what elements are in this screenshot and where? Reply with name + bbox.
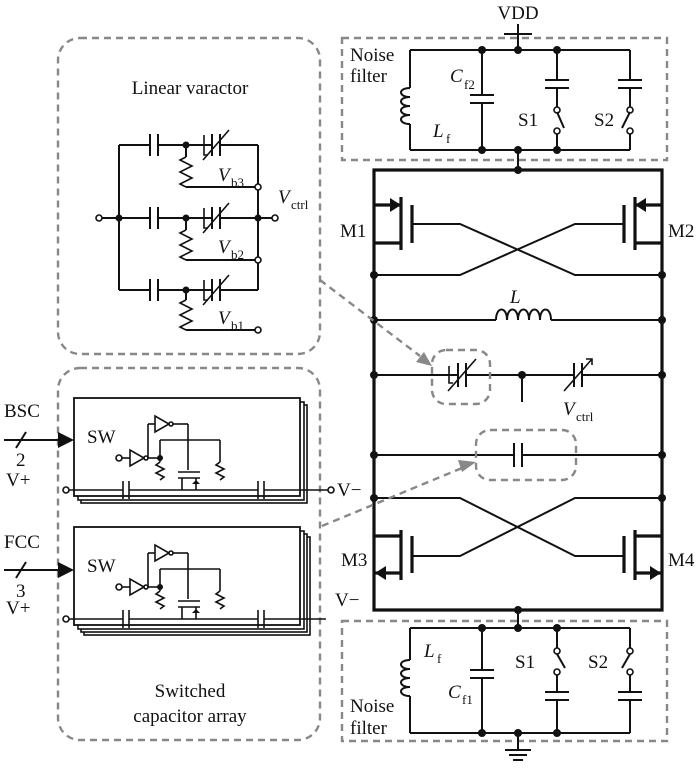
- vctrl-lv-label: V: [278, 187, 292, 208]
- sw-fcc-label: SW: [87, 556, 116, 577]
- vctrl-label: V: [563, 399, 577, 420]
- cf1-sub: f1: [462, 692, 473, 707]
- m4-label: M4: [668, 550, 695, 571]
- vb1-sub: b1: [231, 318, 244, 333]
- detail-pointers: [319, 279, 476, 528]
- noise-filter-top-line1: Noise: [350, 45, 394, 66]
- sca-title-line2: capacitor array: [133, 706, 247, 727]
- s2-top-label: S2: [594, 110, 614, 131]
- vplus-fcc-label: V+: [6, 598, 30, 619]
- inductor-label: L: [509, 287, 521, 308]
- vminus-bsc-label: V−: [337, 480, 361, 501]
- cf2-label: C: [450, 66, 463, 87]
- vb2-label: V: [218, 237, 232, 258]
- bottom-noise-filter: L f C f1 S1 S2 Noise filter: [340, 619, 669, 761]
- noise-filter-bot-line2: filter: [350, 718, 388, 739]
- fcc-label: FCC: [4, 532, 40, 553]
- s1-bot-label: S1: [515, 652, 535, 673]
- sw-bsc-label: SW: [87, 427, 116, 448]
- m3-label: M3: [341, 550, 367, 571]
- lf-top-label: L: [432, 121, 444, 142]
- top-noise-filter: VDD Noise filter L f C f2 S1: [340, 3, 669, 162]
- switched-capacitor-array: Switched capacitor array SW: [4, 366, 361, 742]
- vctrl-sub: ctrl: [576, 409, 594, 424]
- m1-label: M1: [340, 221, 366, 242]
- bsc-label: BSC: [4, 401, 40, 422]
- lf-top-sub: f: [446, 131, 451, 146]
- vb1-label: V: [218, 308, 232, 329]
- cf2-sub: f2: [464, 77, 475, 92]
- bsc-bits: 2: [16, 450, 26, 471]
- sca-title-line1: Switched: [155, 681, 226, 702]
- lf-bot-label: L: [423, 641, 435, 662]
- vb2-sub: b2: [231, 247, 244, 262]
- s1-top-label: S1: [518, 110, 538, 131]
- vctrl-lv-sub: ctrl: [291, 197, 309, 212]
- fcc-bits: 3: [16, 581, 26, 602]
- cf1-label: C: [448, 682, 461, 703]
- vb3-label: V: [218, 165, 232, 186]
- noise-filter-bot-line1: Noise: [350, 696, 394, 717]
- vco-core: M1 M2 L: [340, 150, 695, 628]
- vplus-bsc-label: V+: [6, 470, 30, 491]
- noise-filter-top-line2: filter: [350, 66, 388, 87]
- vminus-fcc-label: V−: [335, 590, 359, 611]
- m2-label: M2: [668, 221, 694, 242]
- s2-bot-label: S2: [588, 652, 608, 673]
- linear-varactor-detail: Linear varactor: [56, 36, 322, 356]
- vdd-label: VDD: [497, 3, 538, 24]
- vb3-sub: b3: [231, 175, 244, 190]
- linear-varactor-title: Linear varactor: [132, 78, 249, 99]
- lf-bot-sub: f: [437, 651, 442, 666]
